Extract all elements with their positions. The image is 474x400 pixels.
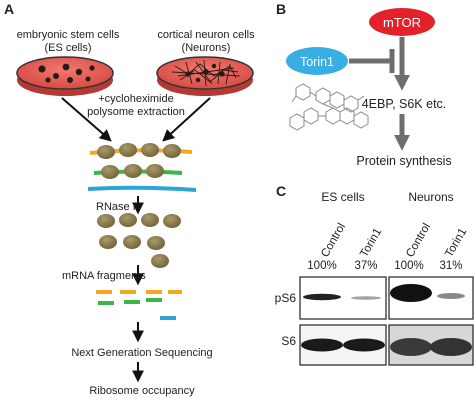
bands-s6-neurons — [390, 338, 472, 356]
bands-ps6-neurons — [390, 284, 465, 302]
arrow-es-to-polysome — [61, 97, 112, 142]
sequencing-label: Next Generation Sequencing — [71, 347, 212, 359]
mrna-fragments-label: mRNA fragments — [62, 270, 146, 282]
percent-neuron-control: 100% — [394, 260, 423, 272]
arrow-neuron-to-polysome — [162, 97, 211, 142]
lane-label-es-control: Control — [319, 221, 348, 259]
mtor-label: mTOR — [383, 15, 421, 30]
lane-label-neuron-control: Control — [404, 221, 433, 259]
mrna-fragments — [96, 290, 182, 320]
row-label-ps6: pS6 — [275, 291, 297, 305]
neuron-dish — [156, 56, 254, 96]
lane-label-es-torin1: Torin1 — [358, 226, 384, 259]
neurons-group-label: Neurons — [408, 190, 453, 204]
panel-c-letter: C — [276, 183, 286, 199]
row-label-s6: S6 — [281, 334, 296, 348]
es-cells-group-label: ES cells — [321, 190, 364, 204]
neuron-cells-label-sub: (Neurons) — [182, 42, 231, 54]
ribosome-occupancy-label: Ribosome occupancy — [89, 385, 195, 397]
mtor-targets-label: 4EBP, S6K etc. — [362, 97, 447, 111]
neuron-cells-label: cortical neuron cells — [157, 29, 255, 41]
mtor-pathway-arrows — [349, 37, 411, 151]
es-cell-colonies — [38, 63, 95, 83]
polysome-ribosomes — [97, 143, 181, 179]
panel-b-letter: B — [276, 1, 286, 17]
bands-s6-es — [301, 338, 385, 352]
panel-a-letter: A — [4, 1, 14, 17]
mtor-node: mTOR — [369, 8, 435, 36]
rnase-label: RNase I — [96, 201, 136, 213]
cycloheximide-label: +cycloheximide — [98, 93, 174, 105]
es-cell-dish — [16, 56, 114, 96]
protein-synthesis-label: Protein synthesis — [356, 154, 451, 168]
bands-ps6-es — [303, 293, 381, 301]
percent-neuron-torin1: 31% — [439, 260, 462, 272]
protected-fragments — [97, 213, 181, 268]
es-cells-label: embryonic stem cells — [17, 29, 120, 41]
percent-es-torin1: 37% — [354, 260, 377, 272]
neuron-network — [171, 59, 241, 87]
torin1-label: Torin1 — [300, 55, 334, 69]
es-cells-label-sub: (ES cells) — [44, 42, 91, 54]
torin1-structure — [289, 83, 369, 131]
torin1-node: Torin1 — [286, 47, 348, 75]
percent-es-control: 100% — [307, 260, 336, 272]
lane-label-neuron-torin1: Torin1 — [443, 226, 469, 259]
polysome-extraction-label: polysome extraction — [87, 106, 185, 118]
